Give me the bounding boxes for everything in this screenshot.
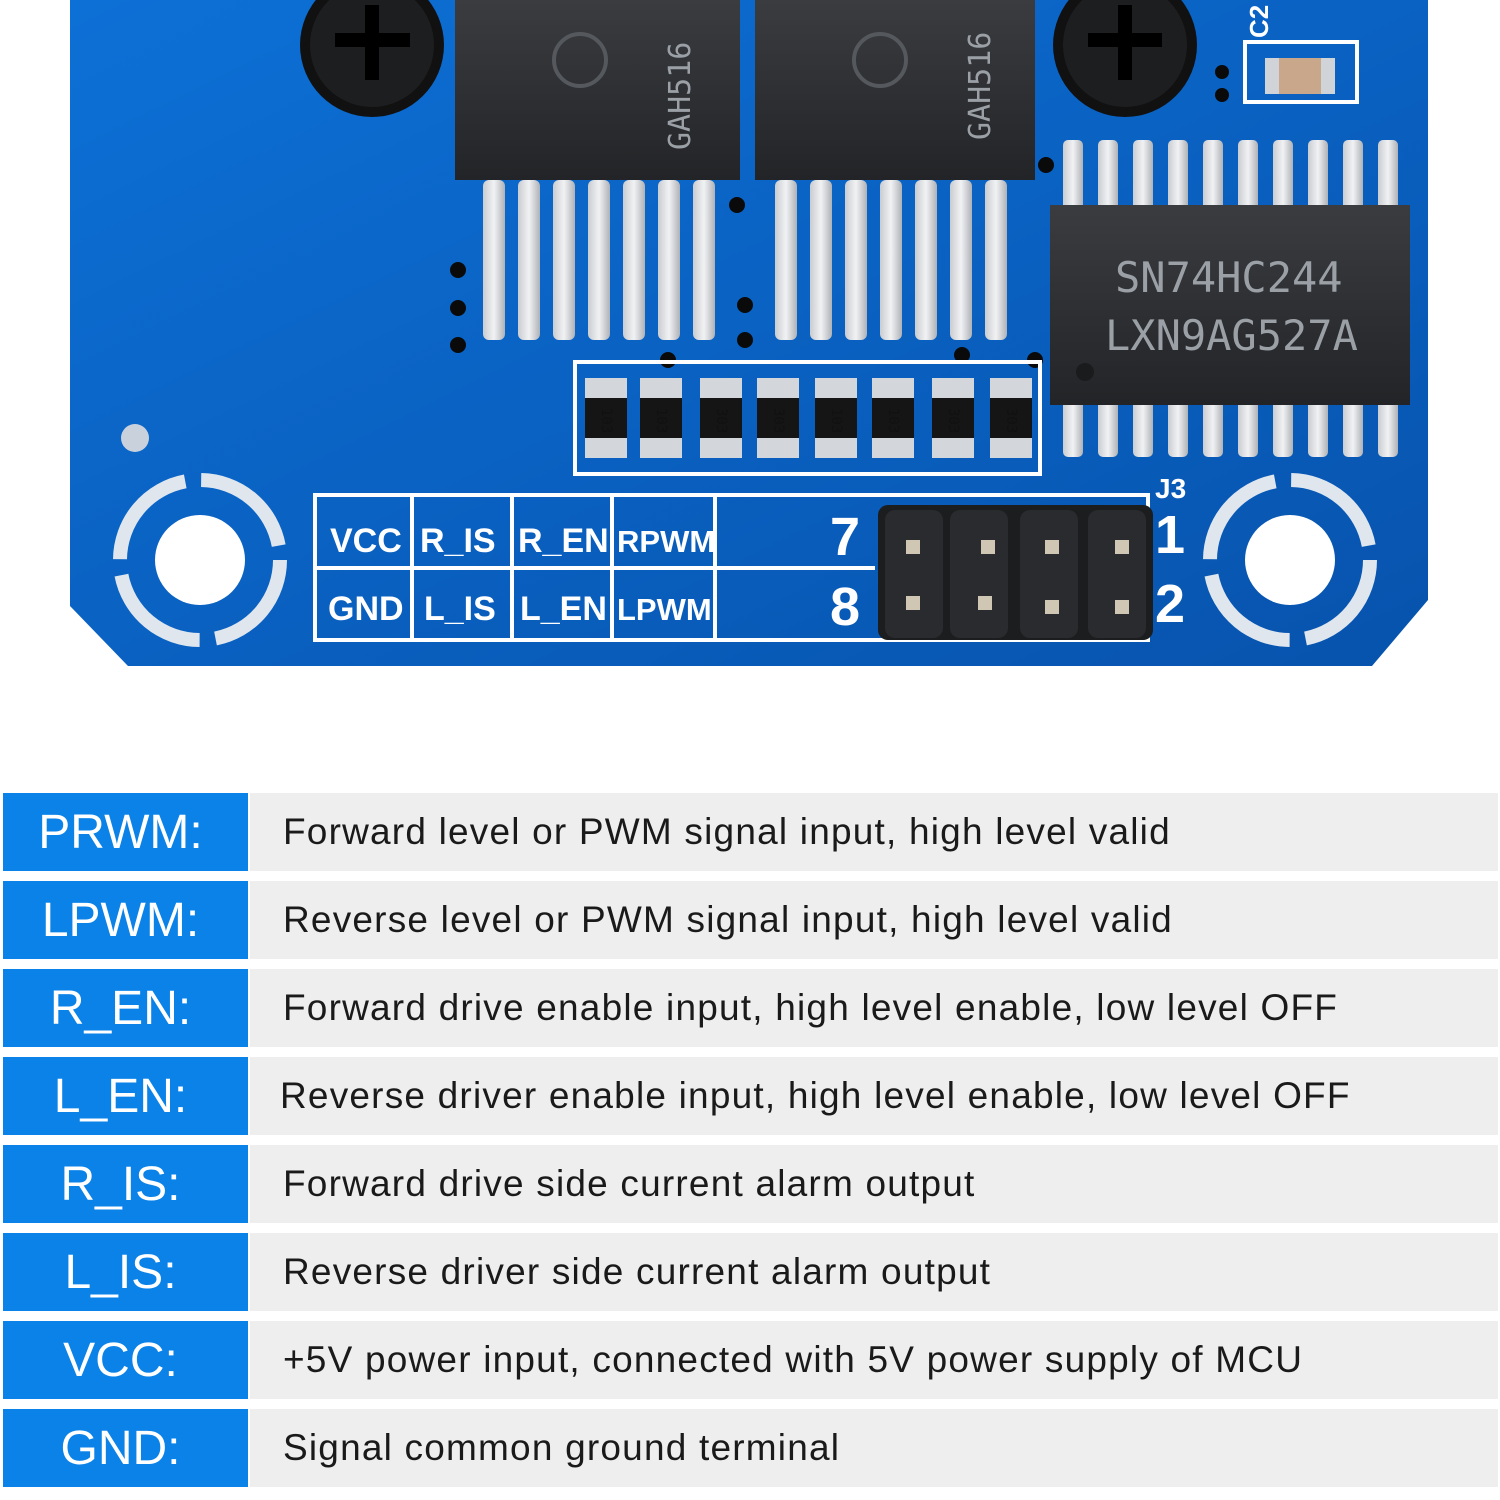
silk-r-is: R_IS: [420, 522, 496, 560]
ic-bottom-pins: [1063, 395, 1398, 457]
pin-row: R_EN: Forward drive enable input, high l…: [0, 969, 1500, 1047]
mosfet-right: GAH516: [755, 0, 1035, 180]
resistor-2-code: 103: [653, 408, 669, 433]
silk-l-en: L_EN: [520, 590, 607, 628]
pin-name: L_IS:: [3, 1233, 248, 1311]
pin-row: R_IS: Forward drive side current alarm o…: [0, 1145, 1500, 1223]
pin-name: VCC:: [3, 1321, 248, 1399]
ic-sn74hc244: SN74HC244 LXN9AG527A: [1050, 140, 1410, 457]
fiducial: [121, 424, 149, 452]
resistor-4: 303: [757, 378, 799, 458]
pin-description: +5V power input, connected with 5V power…: [250, 1321, 1498, 1399]
pin-name: R_IS:: [3, 1145, 248, 1223]
pin-row: GND: Signal common ground terminal: [0, 1409, 1500, 1487]
resistor-6: 103: [872, 378, 914, 458]
screw-left-icon: [300, 0, 444, 117]
mosfet-left: GAH516: [455, 0, 740, 180]
pcb-board-image: GAH516 GAH516: [70, 0, 1428, 666]
resistor-8-code: 303: [1003, 408, 1019, 433]
resistor-7: 303: [932, 378, 974, 458]
pin-header-j3: [878, 505, 1153, 640]
pin-row: PRWM: Forward level or PWM signal input,…: [0, 793, 1500, 871]
silk-j3: J3: [1155, 473, 1186, 504]
resistor-4-code: 303: [770, 408, 786, 433]
silk-rpwm: RPWM: [617, 524, 715, 559]
resistor-array: 103 103 303 303 103 103 303 303: [573, 360, 1042, 476]
resistor-8: 303: [990, 378, 1032, 458]
via-dots: [450, 65, 1229, 368]
silk-pin-2: 2: [1155, 574, 1185, 634]
pin-row: VCC: +5V power input, connected with 5V …: [0, 1321, 1500, 1399]
pin-description: Signal common ground terminal: [250, 1409, 1498, 1487]
pin-name: R_EN:: [3, 969, 248, 1047]
pin-row: L_EN: Reverse driver enable input, high …: [0, 1057, 1500, 1135]
pin-name: L_EN:: [3, 1057, 248, 1135]
pin-name: GND:: [3, 1409, 248, 1487]
mount-hole-right-icon: [1203, 473, 1377, 647]
resistor-7-code: 303: [945, 408, 961, 433]
ic-top-pins: [1063, 140, 1398, 210]
silk-l-is: L_IS: [424, 590, 496, 628]
pin-name: LPWM:: [3, 881, 248, 959]
pin-description: Reverse driver enable input, high level …: [250, 1057, 1498, 1135]
silk-vcc: VCC: [330, 522, 402, 560]
resistor-5-code: 103: [828, 408, 844, 433]
pcb-body: [70, 0, 1428, 666]
resistor-2: 103: [640, 378, 682, 458]
pin-description: Forward drive enable input, high level e…: [250, 969, 1498, 1047]
silk-pin-7: 7: [830, 507, 860, 567]
silkscreen-pin-grid: VCC R_IS R_EN RPWM GND L_IS L_EN LPWM 7 …: [313, 473, 1186, 642]
mosfet-right-pins: [775, 180, 1007, 340]
screw-right-icon: [1053, 0, 1197, 117]
resistor-3-code: 303: [713, 408, 729, 433]
ic-label-line2: LXN9AG527A: [1105, 311, 1358, 360]
pin-row: L_IS: Reverse driver side current alarm …: [0, 1233, 1500, 1311]
silk-pin-1: 1: [1155, 505, 1185, 565]
mosfet-left-pins: [483, 180, 715, 340]
pin-description: Reverse driver side current alarm output: [250, 1233, 1498, 1311]
resistor-1: 103: [585, 378, 627, 458]
mosfet-right-label: GAH516: [963, 32, 998, 140]
cap-label: C2: [1244, 5, 1274, 38]
pin-name: PRWM:: [3, 793, 248, 871]
mount-hole-left-icon: [113, 473, 287, 647]
ic-label-line1: SN74HC244: [1115, 253, 1343, 302]
pin-description: Reverse level or PWM signal input, high …: [250, 881, 1498, 959]
resistor-1-code: 103: [598, 408, 614, 433]
pin-row: LPWM: Reverse level or PWM signal input,…: [0, 881, 1500, 959]
silk-gnd: GND: [328, 590, 404, 628]
resistor-6-code: 103: [885, 408, 901, 433]
capacitor-c2: C2: [1243, 5, 1359, 104]
silk-lpwm: LPWM: [617, 592, 712, 627]
silk-r-en: R_EN: [518, 522, 609, 560]
pin-description: Forward drive side current alarm output: [250, 1145, 1498, 1223]
mosfet-left-label: GAH516: [663, 42, 698, 150]
pin-description: Forward level or PWM signal input, high …: [250, 793, 1498, 871]
silk-pin-8: 8: [830, 577, 860, 637]
pcb-illustration: GAH516 GAH516: [70, 0, 1428, 666]
resistor-3: 303: [700, 378, 742, 458]
resistor-5: 103: [815, 378, 857, 458]
